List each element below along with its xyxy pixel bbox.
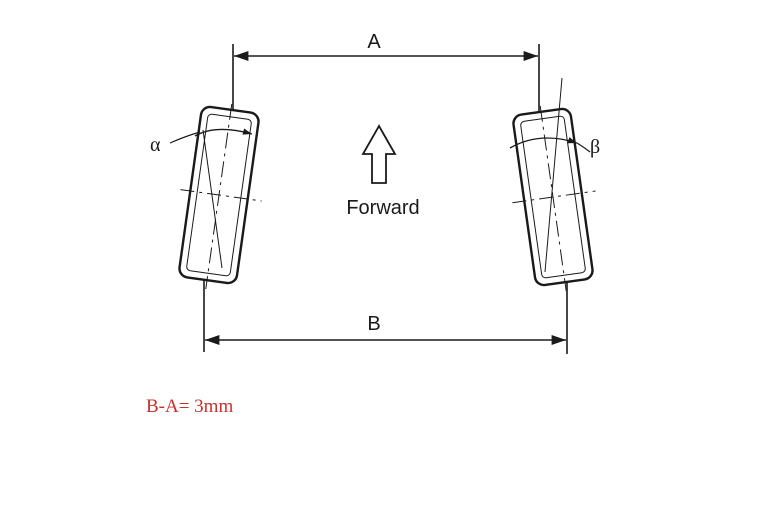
left-wheel (178, 103, 262, 290)
dimension-b-label: B (367, 313, 380, 335)
alpha-angle-arc (194, 128, 253, 137)
dimension-a (232, 44, 540, 114)
right-wheel-center-line (539, 105, 567, 292)
dimension-b (203, 280, 568, 354)
forward-label: Forward (346, 197, 419, 219)
dimension-a-label: A (367, 31, 381, 53)
difference-note: B-A= 3mm (146, 396, 234, 417)
right-wheel-axle-line (512, 190, 596, 204)
right-wheel (512, 105, 596, 292)
alpha-label: α (150, 134, 161, 156)
alpha-leader-line (169, 131, 201, 144)
beta-angle-arc (509, 137, 578, 149)
beta-label: β (590, 136, 600, 158)
left-wheel-axle-line (180, 189, 262, 202)
left-wheel-reference-line (202, 129, 223, 269)
forward-arrow-icon (361, 124, 397, 184)
right-wheel-reference-line (544, 77, 563, 273)
beta-leader-line (576, 142, 591, 153)
left-wheel-center-line (205, 103, 233, 290)
